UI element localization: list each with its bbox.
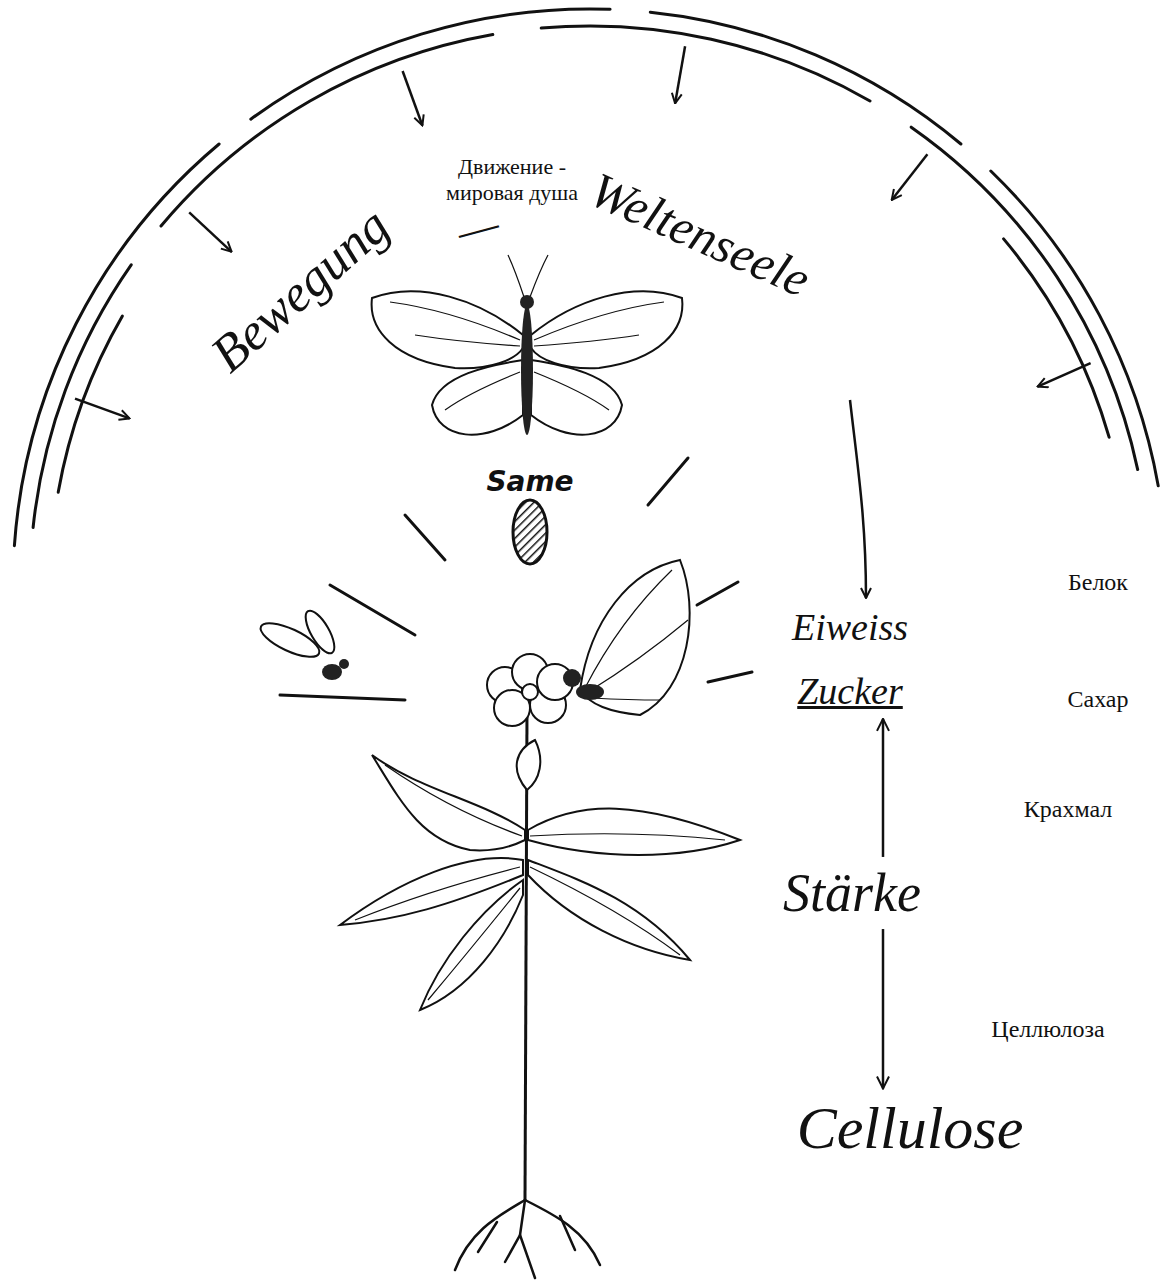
root — [478, 1222, 497, 1252]
inward-arrow — [892, 154, 928, 200]
wing-vein — [592, 698, 660, 700]
leaf — [517, 740, 541, 790]
arc-dash: — — [451, 197, 504, 259]
wing-vein — [534, 372, 609, 410]
inward-arrow — [1038, 363, 1091, 387]
substance-name: Cellulose — [797, 1094, 1024, 1163]
translation-label: Сахар — [1068, 686, 1129, 714]
inward-arrow — [189, 212, 231, 252]
leaf-rib — [530, 867, 680, 955]
leaf — [528, 809, 740, 855]
leaf — [420, 880, 523, 1010]
translation-label: Движение - мировая душа — [422, 154, 602, 207]
cosmic-arc — [541, 26, 870, 101]
substance-name: Eiweiss — [792, 606, 908, 650]
cosmic-arc — [991, 171, 1158, 486]
fly-head — [339, 659, 349, 669]
arc-title: Bewegung — [199, 196, 401, 384]
inward-arrow — [675, 46, 685, 103]
cosmic-arc — [161, 35, 493, 227]
seed-label: Same — [486, 466, 573, 498]
ray — [280, 695, 405, 700]
butterfly-wing — [372, 291, 523, 368]
leaf-rib — [530, 834, 725, 840]
inward-arrow — [75, 399, 130, 419]
leaf — [528, 860, 690, 960]
wing-vein — [534, 335, 639, 346]
substance-term: Cellulose — [791, 1092, 1030, 1165]
wing-vein — [534, 302, 664, 340]
leaf-rib — [355, 867, 520, 920]
butterfly-head — [563, 669, 581, 687]
substance-name: Zucker — [797, 670, 903, 714]
wing-vein — [445, 372, 520, 410]
substance-term: Stärke — [777, 860, 927, 926]
root — [520, 1235, 535, 1278]
substance-term: Eiweiss — [786, 604, 914, 652]
cosmic-arc — [33, 265, 131, 528]
leaf-rib — [385, 765, 522, 836]
translation-label: Крахмал — [1024, 796, 1113, 824]
substance-term: Zucker — [791, 668, 909, 716]
fly-wing — [300, 607, 340, 658]
butterfly-wing — [432, 360, 523, 435]
butterfly-head — [520, 295, 534, 309]
ray — [330, 585, 415, 635]
cosmic-arc — [650, 12, 961, 144]
butterfly-wing — [531, 291, 682, 368]
ray — [405, 515, 445, 560]
flower-center — [522, 684, 538, 700]
ray — [697, 582, 738, 605]
translation-label: Белок — [1068, 569, 1128, 597]
root — [525, 1200, 600, 1265]
butterfly-antenna — [530, 255, 548, 297]
leaf-rib — [428, 888, 520, 1000]
butterfly-wing — [531, 360, 622, 435]
wing-vein — [588, 620, 688, 692]
translation-label: Целлюлоза — [991, 1016, 1104, 1044]
wing-vein — [585, 570, 672, 688]
butterfly-body — [576, 684, 604, 700]
cosmic-arc — [911, 127, 1137, 469]
cosmic-arc — [1004, 239, 1110, 437]
inward-arrow — [403, 71, 423, 126]
cosmic-arc — [14, 144, 219, 546]
fly-body — [322, 664, 342, 680]
ray — [708, 672, 752, 682]
conversion-arrow — [882, 719, 885, 857]
arc-title: Weltenseele — [581, 161, 818, 309]
butterfly-antenna — [508, 255, 524, 297]
protein-arrow — [850, 400, 866, 598]
leaf — [372, 755, 525, 850]
wing-vein — [415, 335, 520, 346]
wing-vein — [390, 302, 520, 340]
conversion-arrow — [882, 929, 885, 1088]
root — [455, 1200, 525, 1270]
butterfly-body — [521, 305, 533, 435]
root — [560, 1216, 575, 1250]
ray — [648, 458, 688, 505]
seed — [513, 500, 547, 564]
substance-name: Stärke — [783, 862, 921, 924]
